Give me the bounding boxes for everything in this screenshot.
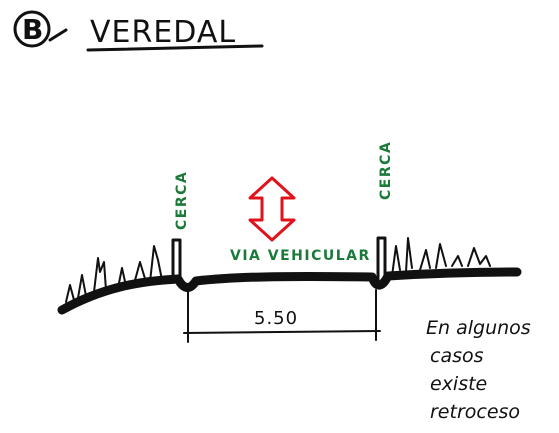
grass-tuft xyxy=(65,274,87,303)
note-line: En algunos xyxy=(426,317,531,339)
traffic-direction-arrow xyxy=(248,176,296,242)
grass-tuft xyxy=(451,247,491,267)
grass-tuft xyxy=(391,237,413,277)
section-letter-circle xyxy=(13,10,51,48)
dimension-line xyxy=(183,330,381,334)
right-vegetation xyxy=(391,237,491,277)
title-underline xyxy=(86,44,264,52)
ground-line xyxy=(57,267,522,315)
note-line: casos xyxy=(430,345,484,367)
fence-label-left: CERCA xyxy=(174,171,190,230)
note-line: retroceso xyxy=(430,401,520,423)
grass-tuft xyxy=(117,261,147,289)
letter-tail xyxy=(48,28,68,42)
fence-post-outline xyxy=(171,238,182,284)
side-note: En algunos casos existe retroceso xyxy=(426,317,531,423)
width-dimension: 5.50 xyxy=(183,289,381,343)
road-label: VIA VEHICULAR xyxy=(230,248,371,264)
right-fence-post xyxy=(376,236,387,282)
section-heading: B VEREDAL xyxy=(13,10,264,52)
note-line: existe xyxy=(430,373,487,395)
section-letter: B xyxy=(22,13,43,46)
section-title: VEREDAL xyxy=(90,15,236,50)
fence-post-outline xyxy=(376,236,387,282)
grass-tuft xyxy=(149,245,163,283)
grass-tuft xyxy=(93,257,107,293)
double-arrow-icon xyxy=(248,176,296,242)
grass-tuft xyxy=(419,243,447,271)
left-vegetation xyxy=(65,245,163,303)
fence-label-right: CERCA xyxy=(378,141,394,200)
left-fence-post xyxy=(171,238,182,284)
dimension-value: 5.50 xyxy=(254,308,298,329)
